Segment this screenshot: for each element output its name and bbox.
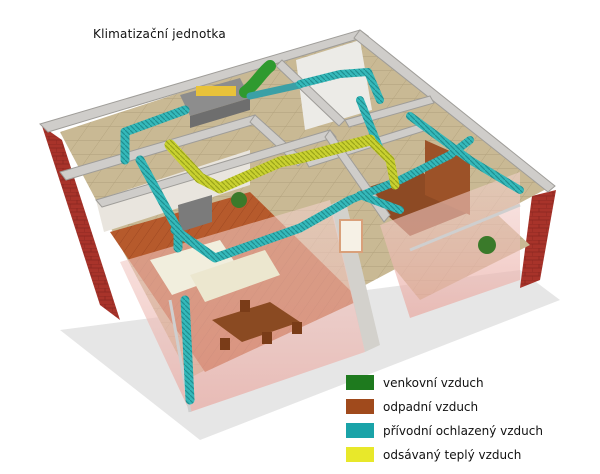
legend-label: přívodní ochlazený vzduch (383, 424, 543, 438)
right-brick-wall (520, 190, 556, 288)
legend-item-supply-air: přívodní ochlazený vzduch (346, 422, 596, 439)
wall-painting (340, 220, 362, 252)
legend-item-exhaust-air: odsávaný teplý vzduch (346, 446, 596, 463)
legend-swatch-yellow (346, 447, 374, 462)
legend-swatch-green (346, 375, 374, 390)
diagram-title: Klimatizační jednotka (93, 27, 226, 41)
legend-label: odsávaný teplý vzduch (383, 448, 521, 462)
legend-label: odpadní vzduch (383, 400, 478, 414)
legend-item-outdoor-air: venkovní vzduch (346, 374, 596, 391)
legend-swatch-brown (346, 399, 374, 414)
legend-label: venkovní vzduch (383, 376, 484, 390)
legend-swatch-teal (346, 423, 374, 438)
legend: venkovní vzduch odpadní vzduch přívodní … (346, 374, 596, 470)
legend-item-waste-air: odpadní vzduch (346, 398, 596, 415)
